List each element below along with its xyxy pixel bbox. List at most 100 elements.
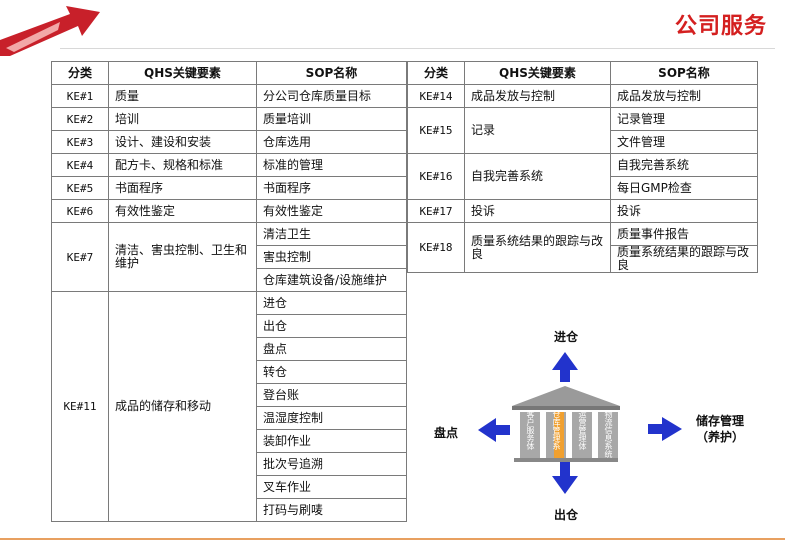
qhs-element-cell: 成品的储存和移动 (108, 291, 257, 522)
table-row: 登台账 (52, 383, 407, 407)
qhs-element-cell: 设计、建设和安装 (108, 130, 257, 154)
title-divider (60, 48, 775, 49)
table-row: 出仓 (52, 314, 407, 338)
sop-name-cell: 登台账 (256, 383, 407, 407)
qhs-element-cell: 书面程序 (108, 176, 257, 200)
header-category: 分类 (407, 61, 465, 85)
qhs-element-cell: 成品发放与控制 (464, 84, 611, 108)
sop-name-cell: 转仓 (256, 360, 407, 384)
category-cell: KE#7 (51, 222, 109, 292)
sop-name-cell: 质量培训 (256, 107, 407, 131)
category-cell: KE#4 (51, 153, 109, 177)
header-sop-name: SOP名称 (256, 61, 407, 85)
category-cell: KE#11 (51, 291, 109, 522)
pillar-labels: 客户服务体 仓库管理系 运营管理体 物流信息系统 (520, 410, 620, 458)
sop-name-cell: 文件管理 (610, 130, 758, 154)
sop-name-cell: 进仓 (256, 291, 407, 315)
sop-name-cell: 标准的管理 (256, 153, 407, 177)
sop-name-cell: 仓库选用 (256, 130, 407, 154)
qhs-element-cell: 有效性鉴定 (108, 199, 257, 223)
label-storage-management: 储存管理 (696, 414, 745, 428)
category-cell: KE#14 (407, 84, 465, 108)
sop-name-cell: 书面程序 (256, 176, 407, 200)
arrow-right-icon (648, 417, 682, 441)
bottom-divider (0, 538, 785, 540)
building-roof (512, 386, 620, 406)
table-row: 盘点 (52, 337, 407, 361)
sop-name-cell: 装卸作业 (256, 429, 407, 453)
pillar-label: 客户服务体 (526, 410, 535, 450)
category-cell: KE#5 (51, 176, 109, 200)
sop-name-cell: 清洁卫生 (256, 222, 407, 246)
sop-name-cell: 盘点 (256, 337, 407, 361)
sop-name-cell: 出仓 (256, 314, 407, 338)
arrow-up-icon (552, 352, 578, 382)
sop-name-cell: 批次号追溯 (256, 452, 407, 476)
label-maintenance: （养护） (696, 430, 745, 444)
sop-name-cell: 每日GMP检查 (610, 176, 758, 200)
pillar-label: 物流信息系统 (604, 410, 613, 458)
sop-name-cell: 仓库建筑设备/设施维护 (256, 268, 407, 292)
sop-name-cell: 温湿度控制 (256, 406, 407, 430)
header-qhs-element: QHS关键要素 (108, 61, 257, 85)
sop-name-cell: 质量系统结果的跟踪与改良 (610, 245, 758, 273)
category-cell: KE#18 (407, 222, 465, 273)
table-row: 装卸作业 (52, 429, 407, 453)
table-row: 仓库建筑设备/设施维护 (52, 268, 407, 292)
qhs-element-cell: 培训 (108, 107, 257, 131)
sop-name-cell: 叉车作业 (256, 475, 407, 499)
qhs-element-cell: 清洁、害虫控制、卫生和维护 (108, 222, 257, 292)
arrow-down-icon (552, 460, 578, 494)
sop-name-cell: 害虫控制 (256, 245, 407, 269)
category-cell: KE#3 (51, 130, 109, 154)
sop-name-cell: 质量事件报告 (610, 222, 758, 246)
header-category: 分类 (51, 61, 109, 85)
category-cell: KE#6 (51, 199, 109, 223)
qhs-element-cell: 配方卡、规格和标准 (108, 153, 257, 177)
label-inbound: 进仓 (554, 330, 579, 344)
sop-name-cell: 投诉 (610, 199, 758, 223)
table-row: 打码与刷唛 (52, 498, 407, 522)
table-row: 叉车作业 (52, 475, 407, 499)
warehouse-service-diagram: 客户服务体 仓库管理系 运营管理体 物流信息系统 进仓 出仓 盘点 储存管理 （… (420, 320, 780, 530)
pillar-label: 仓库管理系 (552, 410, 561, 450)
table-row: 质量系统结果的跟踪与改良 (408, 245, 758, 273)
category-cell: KE#1 (51, 84, 109, 108)
category-cell: KE#15 (407, 107, 465, 154)
sop-name-cell: 记录管理 (610, 107, 758, 131)
sop-name-cell: 分公司仓库质量目标 (256, 84, 407, 108)
qhs-element-cell: 质量系统结果的跟踪与改良 (464, 222, 611, 273)
pillar-label: 运营管理体 (578, 410, 587, 450)
category-cell: KE#17 (407, 199, 465, 223)
logo-arrow-graphic (0, 0, 120, 66)
header-qhs-element: QHS关键要素 (464, 61, 611, 85)
header-sop-name: SOP名称 (610, 61, 758, 85)
qhs-element-cell: 投诉 (464, 199, 611, 223)
label-outbound: 出仓 (554, 508, 579, 522)
sop-name-cell: 自我完善系统 (610, 153, 758, 177)
category-cell: KE#16 (407, 153, 465, 200)
page-title: 公司服务 (674, 14, 767, 39)
sop-name-cell: 有效性鉴定 (256, 199, 407, 223)
table-row: 转仓 (52, 360, 407, 384)
qhs-element-cell: 质量 (108, 84, 257, 108)
sop-name-cell: 成品发放与控制 (610, 84, 758, 108)
arrow-left-icon (478, 418, 510, 442)
category-cell: KE#2 (51, 107, 109, 131)
qhs-element-cell: 记录 (464, 107, 611, 154)
label-inventory-check: 盘点 (434, 426, 459, 440)
